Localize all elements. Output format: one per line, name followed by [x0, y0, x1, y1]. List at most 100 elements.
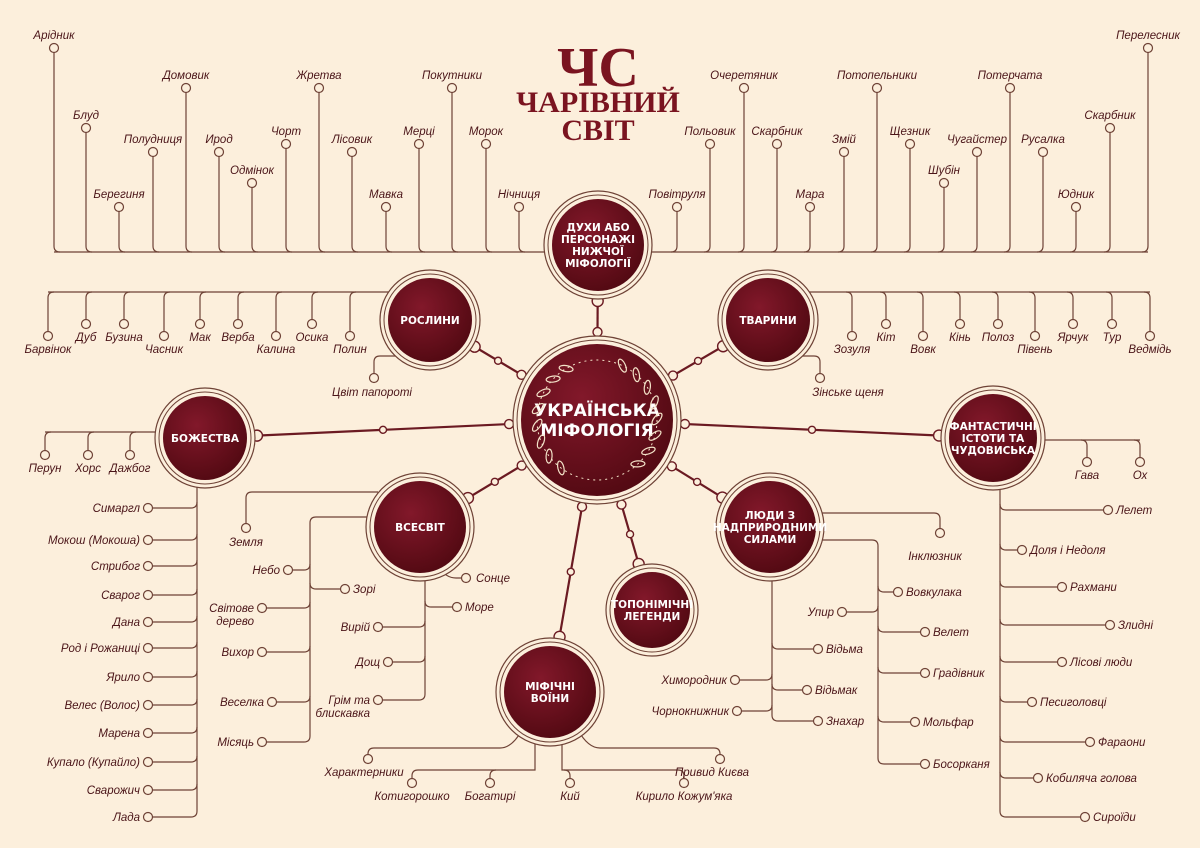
leaf-item-animals[interactable]: Тур — [1103, 318, 1122, 345]
leaf-item-deities[interactable]: Симаргл — [93, 502, 154, 515]
leaf-item-universe[interactable]: Море — [451, 601, 494, 614]
leaf-item-universe[interactable]: Дощ — [354, 656, 394, 669]
leaf-item-spirits[interactable]: Жретва — [296, 70, 342, 94]
leaf-item-universe[interactable]: Сонце — [460, 572, 511, 585]
leaf-item-deities[interactable]: Хорс — [74, 449, 101, 476]
leaf-item-fantastic[interactable]: Гава — [1075, 456, 1099, 483]
leaf-item-universe[interactable]: Вихор — [222, 646, 268, 659]
leaf-item-deities[interactable]: Мокош (Мокоша) — [48, 534, 154, 547]
leaf-item-spirits[interactable]: Очеретяник — [710, 70, 778, 94]
leaf-item-deities[interactable]: Род і Рожаниці — [61, 642, 154, 655]
leaf-item-deities[interactable]: Дана — [111, 616, 154, 629]
leaf-item-plants[interactable]: Бузина — [105, 318, 143, 345]
leaf-item-deities[interactable]: Сварог — [101, 589, 154, 602]
leaf-item-people[interactable]: Босорканя — [919, 758, 990, 771]
leaf-item-universe[interactable]: Земля — [229, 522, 263, 550]
leaf-item-plants[interactable]: Барвінок — [25, 330, 73, 357]
leaf-item-spirits[interactable]: Скарбник — [751, 126, 803, 150]
leaf-item-plants[interactable]: Калина — [257, 330, 296, 357]
category-node-deities[interactable]: БОЖЕСТВА — [154, 387, 256, 489]
leaf-item-animals[interactable]: Зозуля — [834, 330, 871, 357]
leaf-item-people[interactable]: Знахар — [812, 715, 865, 728]
leaf-item-animals[interactable]: Ярчук — [1057, 318, 1089, 345]
leaf-item-animals[interactable]: Ведмідь — [1128, 330, 1172, 357]
leaf-item-warriors[interactable]: Котигорошко — [374, 777, 450, 804]
category-node-animals[interactable]: ТВАРИНИ — [717, 269, 819, 371]
leaf-item-spirits[interactable]: Щезник — [890, 126, 931, 150]
leaf-item-people[interactable]: Упир — [807, 606, 848, 619]
leaf-item-plants[interactable]: Мак — [189, 318, 211, 345]
leaf-item-animals[interactable]: Кінь — [949, 318, 971, 345]
leaf-item-animals[interactable]: Полоз — [982, 318, 1015, 345]
leaf-item-fantastic[interactable]: Доля і Недоля — [1016, 544, 1106, 557]
leaf-item-deities[interactable]: Марена — [98, 727, 154, 740]
leaf-item-warriors[interactable]: Привид Києва — [675, 753, 749, 780]
leaf-item-spirits[interactable]: Арідник — [32, 30, 75, 54]
leaf-item-warriors[interactable]: Кирило Кожум'яка — [636, 777, 733, 804]
leaf-item-spirits[interactable]: Мара — [796, 189, 825, 213]
leaf-item-universe[interactable]: Веселка — [220, 696, 278, 709]
leaf-item-spirits[interactable]: Повітруля — [648, 189, 706, 213]
leaf-item-people[interactable]: Відьма — [812, 643, 863, 656]
leaf-item-universe[interactable]: Зорі — [339, 583, 376, 596]
leaf-item-animals[interactable]: Вовк — [910, 330, 936, 357]
leaf-item-warriors[interactable]: Богатирі — [465, 777, 516, 804]
leaf-item-people[interactable]: Мольфар — [909, 716, 975, 729]
leaf-item-deities[interactable]: Стрибог — [91, 560, 154, 573]
leaf-item-spirits[interactable]: Чугайстер — [947, 134, 1008, 158]
leaf-item-fantastic[interactable]: Рахмани — [1056, 581, 1118, 594]
category-node-universe[interactable]: ВСЕСВІТ — [365, 472, 475, 582]
leaf-item-spirits[interactable]: Мавка — [369, 189, 403, 213]
leaf-item-deities[interactable]: Велес (Волос) — [65, 699, 154, 712]
leaf-item-people[interactable]: Градівник — [919, 667, 986, 680]
leaf-item-animals[interactable]: Зінське щеня — [812, 372, 884, 400]
leaf-item-spirits[interactable]: Шубін — [928, 165, 961, 189]
leaf-item-spirits[interactable]: Домовик — [161, 70, 210, 94]
leaf-item-plants[interactable]: Полин — [333, 330, 368, 357]
leaf-item-deities[interactable]: Купало (Купайло) — [47, 756, 154, 769]
leaf-item-spirits[interactable]: Русалка — [1021, 134, 1065, 158]
leaf-item-spirits[interactable]: Берегиня — [93, 189, 145, 213]
leaf-item-deities[interactable]: Дажбог — [108, 449, 151, 476]
leaf-item-spirits[interactable]: Польовик — [684, 126, 736, 150]
leaf-item-spirits[interactable]: Одмінок — [230, 165, 275, 189]
leaf-item-spirits[interactable]: Скарбник — [1084, 110, 1136, 134]
leaf-item-fantastic[interactable]: Песиголовці — [1026, 696, 1107, 709]
leaf-item-spirits[interactable]: Нічниця — [498, 189, 540, 213]
leaf-item-plants[interactable]: Цвіт папороті — [332, 372, 412, 400]
leaf-item-deities[interactable]: Сварожич — [87, 784, 154, 797]
leaf-item-deities[interactable]: Перун — [29, 449, 62, 476]
leaf-item-spirits[interactable]: Чорт — [271, 126, 302, 150]
leaf-item-spirits[interactable]: Блуд — [73, 110, 99, 134]
leaf-item-fantastic[interactable]: Злидні — [1104, 619, 1154, 632]
leaf-item-universe[interactable]: Вирій — [341, 621, 384, 634]
leaf-item-fantastic[interactable]: Фараони — [1084, 736, 1147, 749]
leaf-item-spirits[interactable]: Юдник — [1058, 189, 1095, 213]
leaf-item-plants[interactable]: Осика — [296, 318, 329, 345]
leaf-item-spirits[interactable]: Ирод — [205, 134, 233, 158]
leaf-item-fantastic[interactable]: Кобиляча голова — [1032, 772, 1137, 785]
leaf-item-spirits[interactable]: Потерчата — [978, 70, 1043, 94]
leaf-item-deities[interactable]: Ярило — [105, 671, 154, 684]
leaf-item-fantastic[interactable]: Ох — [1133, 456, 1149, 483]
leaf-item-animals[interactable]: Кіт — [877, 318, 896, 345]
leaf-item-universe[interactable]: Місяць — [217, 736, 268, 749]
category-node-plants[interactable]: РОСЛИНИ — [379, 269, 481, 371]
leaf-item-people[interactable]: Відьмак — [801, 684, 858, 697]
leaf-item-spirits[interactable]: Змій — [832, 134, 857, 158]
leaf-item-warriors[interactable]: Кий — [560, 777, 580, 804]
leaf-item-spirits[interactable]: Полудниця — [124, 134, 182, 158]
leaf-item-fantastic[interactable]: Лелет — [1102, 504, 1153, 517]
leaf-item-people[interactable]: Інклюзник — [908, 527, 962, 564]
leaf-item-people[interactable]: Чорнокнижник — [652, 705, 743, 718]
leaf-item-spirits[interactable]: Лісовик — [331, 134, 373, 158]
leaf-item-people[interactable]: Вовкулака — [892, 586, 962, 599]
leaf-item-plants[interactable]: Верба — [221, 318, 255, 345]
